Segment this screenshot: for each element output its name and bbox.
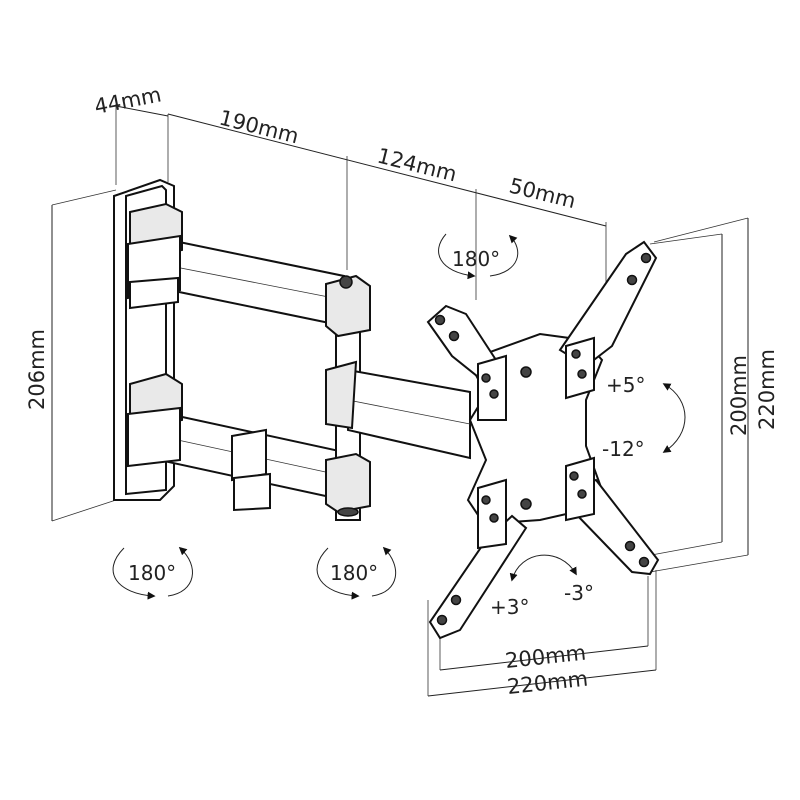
rot-elbow-pivot: 180° [330,561,378,585]
dim-head: 50mm [507,174,578,214]
rot-swivel-minus: -3° [564,581,594,605]
rotation-arrows [112,233,686,600]
dim-vesa-inner-v: 200mm [727,355,751,436]
dim-plate-height: 206mm [25,329,49,410]
rot-wall-pivot: 180° [128,561,176,585]
forearm [325,360,471,460]
rot-tilt-down: -12° [602,437,645,461]
rot-tilt-up: +5° [606,373,645,397]
dim-arm-2: 124mm [375,144,459,187]
rot-top-pivot: 180° [452,247,500,271]
lower-arm [127,372,345,512]
dimension-lines [51,104,749,697]
dim-arm-1: 190mm [217,106,301,149]
rot-swivel-plus: +3° [490,595,529,619]
vesa-plate [426,240,660,640]
dim-vesa-outer-v: 220mm [755,349,779,430]
rotation-labels: 180° 180° 180° +5° -12° +3° -3° [128,247,645,619]
